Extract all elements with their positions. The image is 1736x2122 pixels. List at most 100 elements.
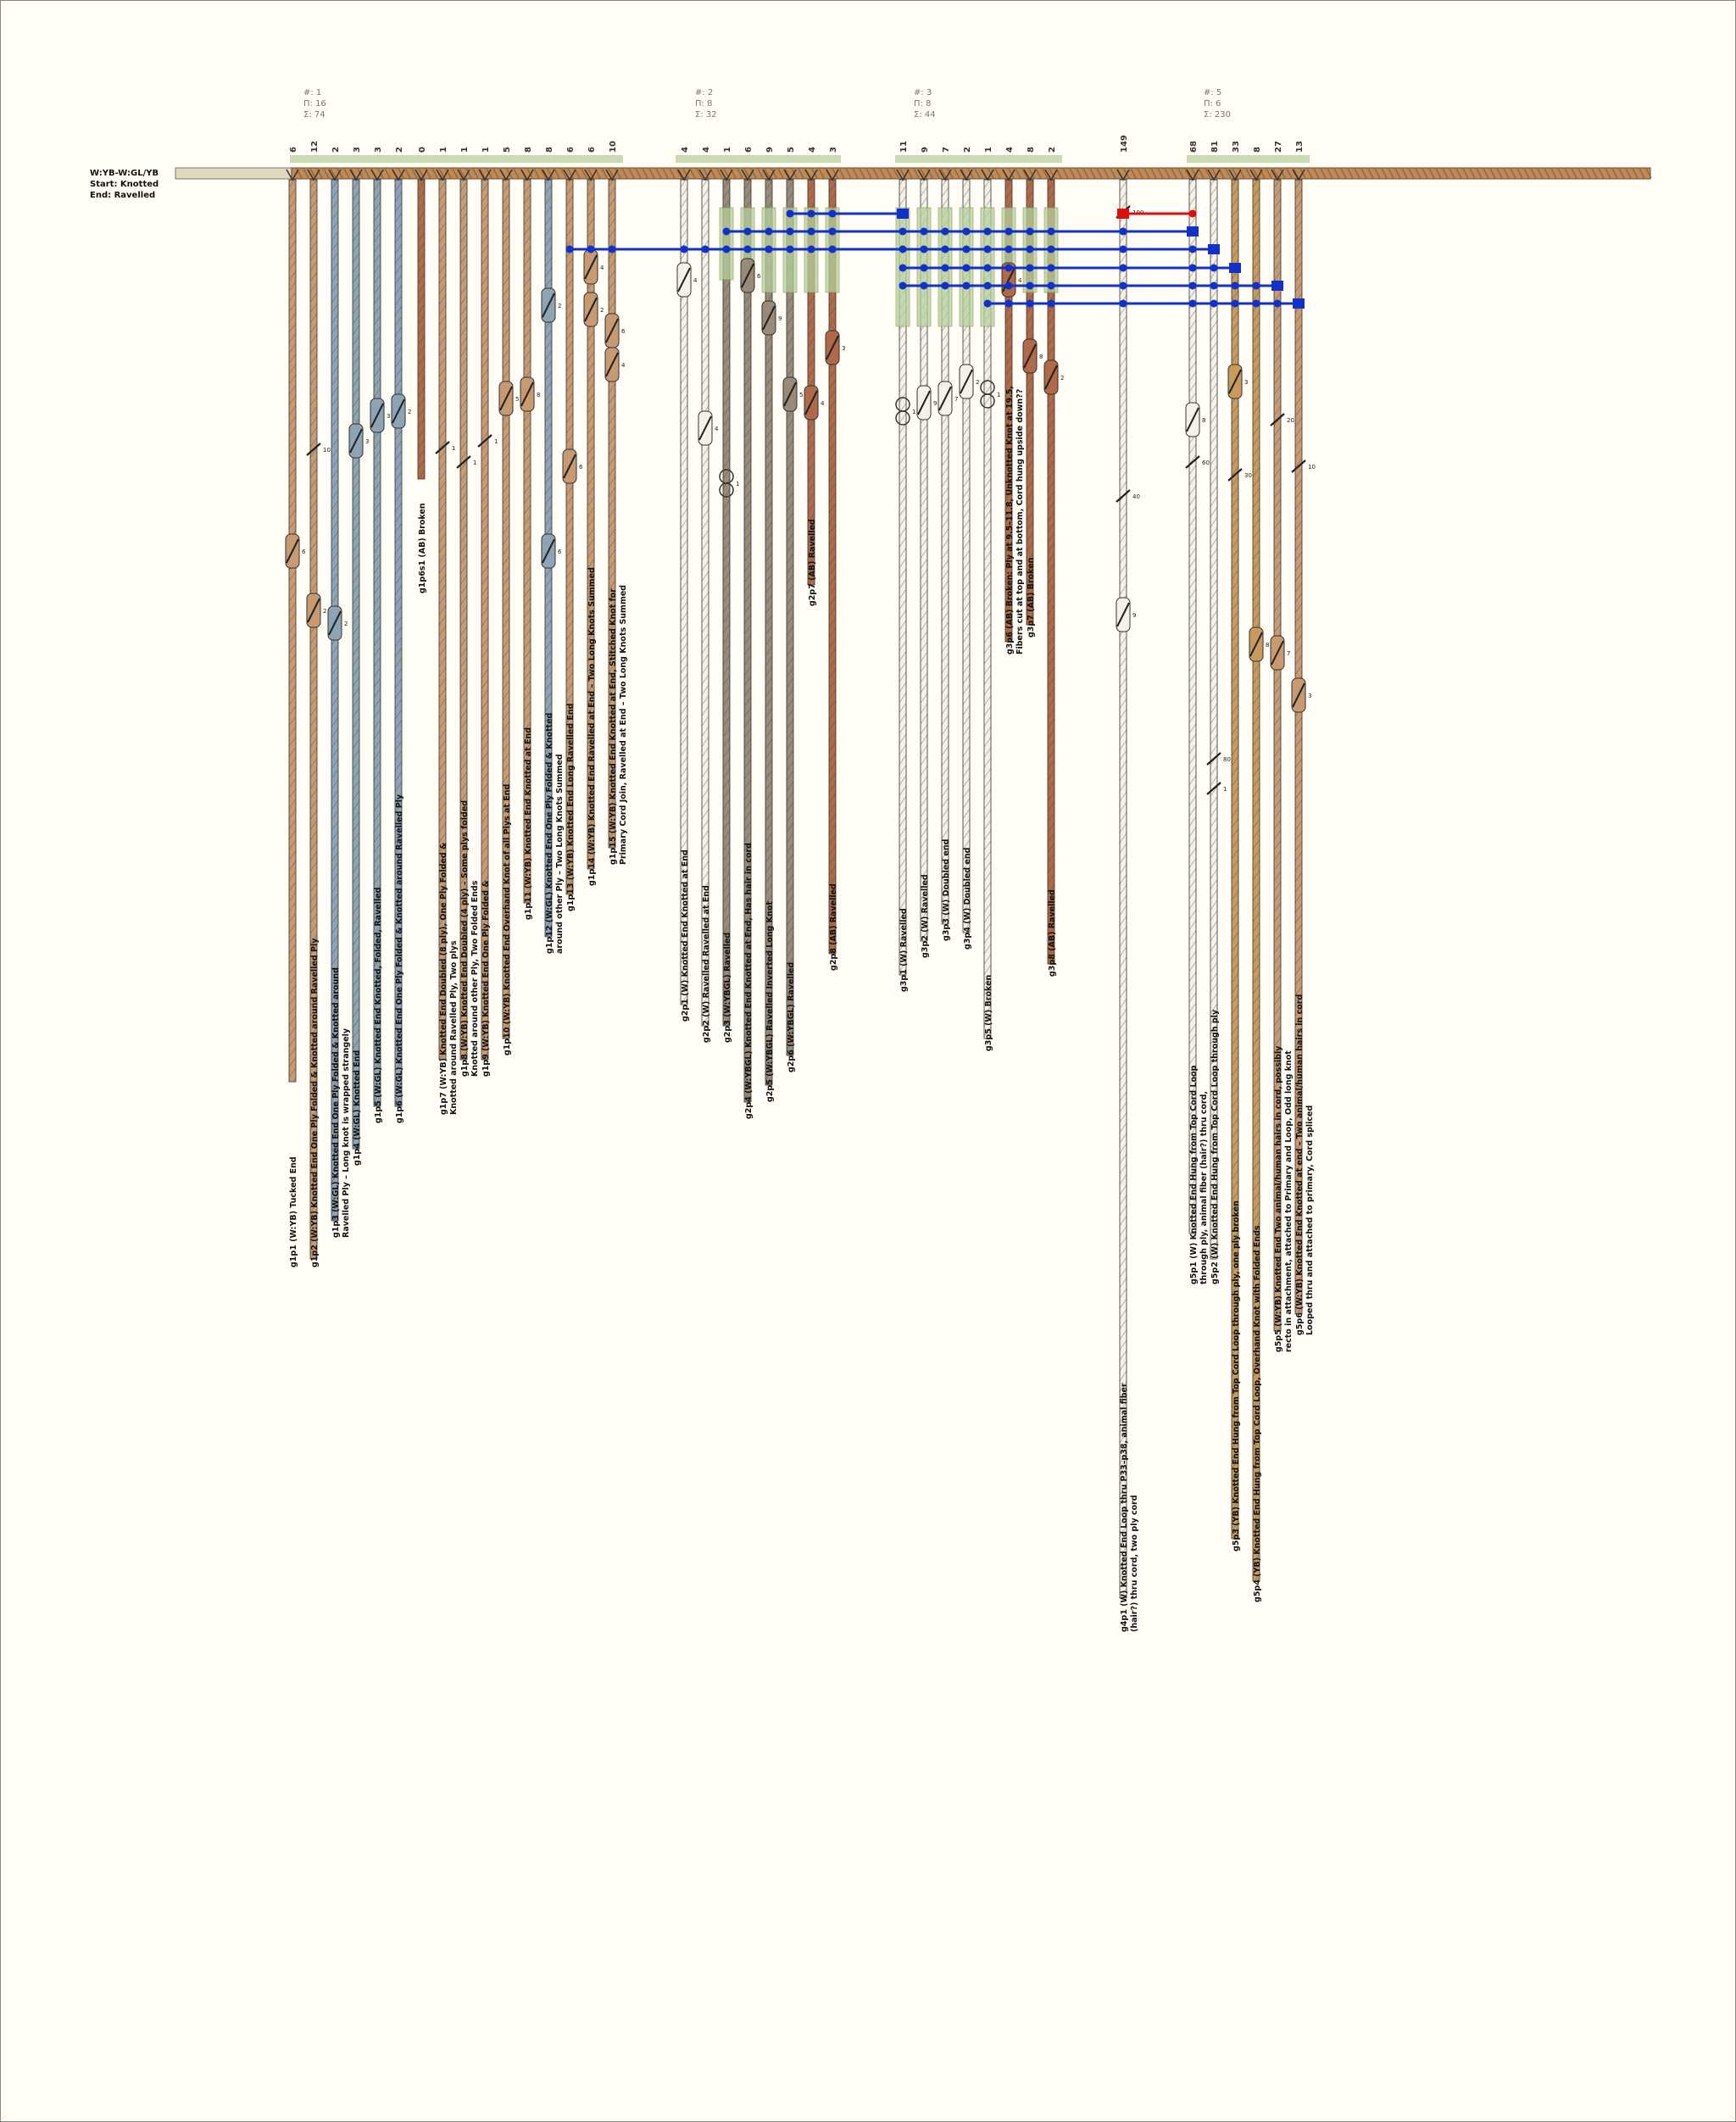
primary-cord-twist bbox=[330, 168, 337, 179]
pendant-cord-twist bbox=[460, 180, 467, 1060]
primary-cord-twist bbox=[1150, 168, 1157, 179]
long-knot-stroke bbox=[1249, 632, 1263, 657]
knot-value: 80 bbox=[1223, 756, 1231, 763]
sum-link-node bbox=[1047, 264, 1055, 272]
primary-cord-twist bbox=[1225, 168, 1232, 179]
primary-cord-twist bbox=[1523, 168, 1530, 179]
long-knot-stroke bbox=[605, 352, 619, 377]
primary-cord-twist bbox=[547, 168, 554, 179]
sum-link-node bbox=[962, 281, 971, 290]
sum-link-node bbox=[899, 264, 907, 272]
knot-value: 2 bbox=[976, 379, 979, 386]
cord-value: 68 bbox=[1189, 141, 1199, 153]
cord-value: 6 bbox=[289, 147, 298, 153]
primary-cord-twist bbox=[459, 168, 465, 179]
pendant-cord-twist bbox=[723, 180, 730, 1026]
primary-cord-twist bbox=[1103, 168, 1110, 179]
primary-cord-twist bbox=[696, 168, 703, 179]
sum-link-node bbox=[701, 245, 709, 253]
cord-label: g1p7 (W:YB) Knotted End Doubled (8 ply),… bbox=[439, 843, 448, 1115]
group-1-count: #: 1 bbox=[303, 88, 321, 97]
primary-cord-twist bbox=[1483, 168, 1489, 179]
pendant-cord-twist bbox=[439, 180, 446, 1060]
attachment-mark bbox=[783, 169, 797, 181]
cord-label: g3p2 (W) Ravelled bbox=[921, 874, 930, 958]
primary-cord-twist bbox=[465, 168, 472, 179]
primary-cord-twist bbox=[784, 168, 791, 179]
primary-cord-twist bbox=[798, 168, 804, 179]
primary-cord-twist bbox=[913, 168, 920, 179]
sum-link-node bbox=[983, 264, 992, 272]
long-knot-stroke bbox=[605, 318, 619, 343]
knot-value: 6 bbox=[757, 273, 761, 280]
primary-cord-twist bbox=[1333, 168, 1340, 179]
knot-value: 2 bbox=[408, 409, 411, 415]
sum-link-node bbox=[1119, 281, 1127, 290]
knot-value: 8 bbox=[537, 392, 540, 398]
attachment-mark bbox=[1292, 169, 1305, 181]
primary-cord-twist bbox=[309, 168, 316, 179]
cord-label-continued: Fibers cut at top and at bottom, Cord hu… bbox=[1015, 389, 1025, 654]
attachment-mark bbox=[584, 169, 598, 181]
sum-link-node bbox=[941, 245, 949, 253]
primary-cord-header: W:YB-W:GL/YB Start: Knotted End: Ravelle… bbox=[90, 168, 159, 201]
attachment-mark bbox=[1207, 169, 1221, 181]
pendant-cord-twist bbox=[503, 180, 509, 1039]
primary-cord-twist bbox=[865, 168, 872, 179]
sum-link-node bbox=[1047, 281, 1055, 290]
primary-cord-twist bbox=[1245, 168, 1252, 179]
figure-eight-knot bbox=[980, 393, 995, 409]
cord-value: 8 bbox=[524, 147, 533, 153]
cord-label: g2p3 (W:YBGL) Ravelled bbox=[723, 933, 732, 1043]
primary-cord-twist bbox=[445, 168, 452, 179]
pendant-cord-twist bbox=[942, 180, 949, 924]
long-knot-stroke bbox=[741, 263, 754, 288]
primary-cord-start bbox=[175, 167, 292, 180]
long-knot-stroke bbox=[1292, 682, 1305, 708]
attachment-mark bbox=[563, 169, 576, 181]
pendant-cord-twist bbox=[1253, 180, 1260, 1581]
cord-label: g1p15 (W:YB) Knotted End Knotted at End,… bbox=[609, 588, 618, 865]
pendant-cord-twist bbox=[1005, 180, 1012, 642]
pendant-cord-twist bbox=[524, 180, 531, 903]
attachment-mark bbox=[762, 169, 776, 181]
group-1-pendants: Π: 16 bbox=[303, 99, 326, 109]
cord-label: g3p8 (AB) Ravelled bbox=[1048, 889, 1057, 977]
primary-cord-twist bbox=[648, 168, 655, 179]
long-knot-stroke bbox=[1044, 365, 1058, 390]
sum-link-node bbox=[828, 227, 837, 236]
primary-cord-twist bbox=[886, 168, 893, 179]
primary-cord-twist bbox=[1157, 168, 1164, 179]
attachment-mark bbox=[307, 169, 320, 181]
primary-cord-twist bbox=[1259, 168, 1266, 179]
primary-cord-twist bbox=[337, 168, 343, 179]
figure-eight-knot bbox=[719, 482, 734, 498]
pendant-cord-twist bbox=[1027, 180, 1033, 625]
knot-value: 4 bbox=[693, 277, 698, 284]
attachment-mark bbox=[328, 169, 342, 181]
long-knot-stroke bbox=[307, 598, 320, 623]
cord-label-continued: around other Ply – Two Long Knots Summed bbox=[555, 754, 565, 954]
sum-link-terminal bbox=[1293, 298, 1305, 309]
knot-value: 4 bbox=[715, 426, 719, 432]
cord-value: 2 bbox=[331, 147, 341, 153]
primary-cord-twist bbox=[343, 168, 350, 179]
primary-cord-twist bbox=[1008, 168, 1015, 179]
knot-value: 3 bbox=[365, 438, 369, 445]
sum-link-node bbox=[1047, 227, 1055, 236]
knot-value: 4 bbox=[1018, 277, 1022, 284]
primary-cord-twist bbox=[1082, 168, 1089, 179]
attachment-mark bbox=[896, 169, 910, 181]
sum-link-node bbox=[722, 245, 731, 253]
knot-value: 9 bbox=[1132, 612, 1136, 619]
attachment-mark bbox=[1023, 169, 1037, 181]
cord-value: 1 bbox=[723, 147, 732, 153]
cord-value: 12 bbox=[310, 141, 320, 153]
pendant-cord-twist bbox=[566, 180, 573, 894]
single-knot bbox=[456, 455, 471, 469]
primary-cord-twist bbox=[1394, 168, 1401, 179]
figure-eight-knot bbox=[895, 410, 910, 426]
attachment-mark bbox=[804, 169, 818, 181]
cord-label: g3p7 (AB) Broken bbox=[1027, 557, 1036, 638]
